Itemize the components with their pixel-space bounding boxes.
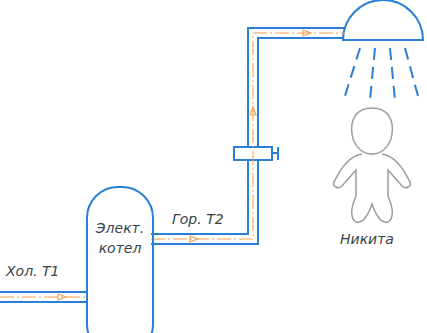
person-name: Никита xyxy=(338,230,396,248)
pipe-label: Гор. T2 xyxy=(170,210,226,228)
person-figure xyxy=(334,108,411,222)
node-text: Элект. котел xyxy=(88,218,152,258)
pipe-label: Хол. T1 xyxy=(4,262,61,280)
boiler-tank: Элект. котел xyxy=(86,186,154,333)
